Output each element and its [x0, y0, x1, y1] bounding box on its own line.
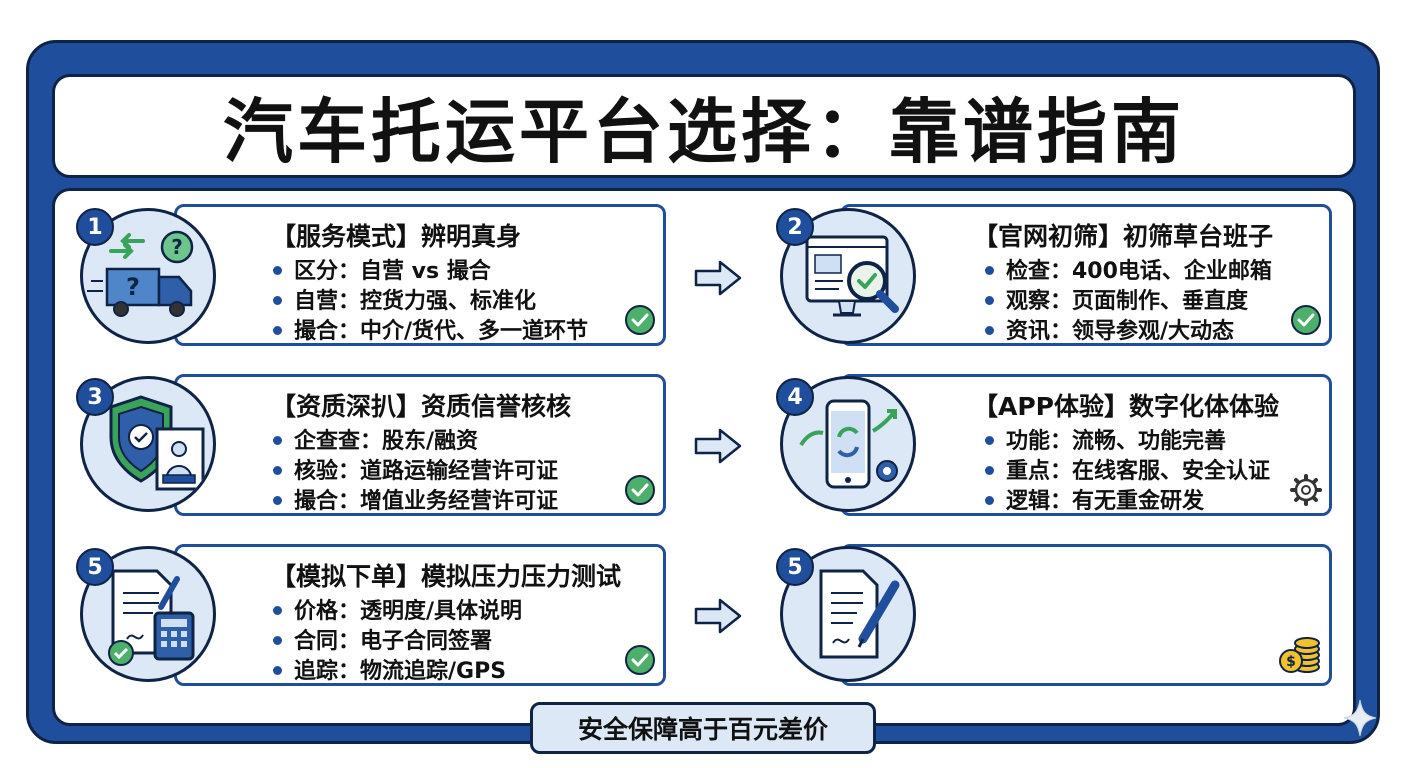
check-icon: [625, 645, 655, 675]
bullet-list: 企查查：股东/融资 核验：道路运输经营许可证 撮合：增值业务经营许可证: [273, 427, 558, 517]
bullet-list: 价格：透明度/具体说明 合同：电子合同签署 追踪：物流追踪/GPS: [273, 597, 522, 687]
title-banner: 汽车托运平台选择：靠谱指南: [52, 74, 1356, 178]
svg-text:?: ?: [126, 273, 140, 301]
svg-text:$: $: [1286, 654, 1296, 670]
page-title: 汽车托运平台选择：靠谱指南: [223, 90, 1185, 173]
check-icon: [625, 475, 655, 505]
check-icon: [625, 305, 655, 335]
bullet-item: 撮合：中介/货代、多一道环节: [273, 317, 588, 347]
bullet-item: 价格：透明度/具体说明: [273, 597, 522, 627]
step-number-badge: 3: [76, 378, 114, 416]
bullet-item: 检查：400电话、企业邮箱: [985, 257, 1272, 287]
bullet-item: 自营：控货力强、标准化: [273, 287, 588, 317]
card-title: 【模拟下单】模拟压力压力测试: [271, 562, 622, 591]
card-service-mode: 【服务模式】辨明真身 区分：自营 vs 撮合 自营：控货力强、标准化 撮合：中介…: [174, 204, 666, 346]
sparkle-icon: [1343, 699, 1377, 737]
step-number-badge: 1: [76, 208, 114, 246]
svg-text:?: ?: [171, 235, 183, 259]
card-title: 【服务模式】辨明真身: [271, 222, 522, 251]
arrow-right-icon: [694, 598, 742, 634]
arrow-right-icon: [694, 428, 742, 464]
coins-icon: $: [1279, 637, 1320, 673]
bullet-item: 资讯：领导参观/大动态: [985, 317, 1272, 347]
card-title: 【APP体验】数字化体体验: [973, 392, 1279, 421]
bullet-item: 合同：电子合同签署: [273, 627, 522, 657]
step-number-badge: 4: [776, 378, 814, 416]
card-app-experience: 【APP体验】数字化体体验 功能：流畅、功能完善 重点：在线客服、安全认证 逻辑…: [840, 374, 1332, 516]
bullet-item: 观察：页面制作、垂直度: [985, 287, 1272, 317]
gear-icon: [1290, 474, 1322, 506]
bullet-item: 区分：自营 vs 撮合: [273, 257, 588, 287]
check-icon: [1291, 305, 1321, 335]
bullet-item: 撮合：增值业务经营许可证: [273, 487, 558, 517]
bullet-list: 区分：自营 vs 撮合 自营：控货力强、标准化 撮合：中介/货代、多一道环节: [273, 257, 588, 347]
arrow-right-icon: [694, 260, 742, 296]
card-title: 【资质深扒】资质信誉核核: [271, 392, 572, 421]
step-number-badge: 5: [76, 548, 114, 586]
footer-badge: 安全保障高于百元差价: [530, 702, 876, 754]
card-website-screening: 【官网初筛】初筛草台班子 检查：400电话、企业邮箱 观察：页面制作、垂直度 资…: [840, 204, 1332, 346]
bullet-item: 逻辑：有无重金研发: [985, 487, 1270, 517]
bullet-item: 追踪：物流追踪/GPS: [273, 657, 522, 687]
card-qualification-check: 【资质深扒】资质信誉核核 企查查：股东/融资 核验：道路运输经营许可证 撮合：增…: [174, 374, 666, 516]
step-number-badge: 5: [776, 548, 814, 586]
bullet-list: 功能：流畅、功能完善 重点：在线客服、安全认证 逻辑：有无重金研发: [985, 427, 1270, 517]
bullet-item: 功能：流畅、功能完善: [985, 427, 1270, 457]
bullet-list: 检查：400电话、企业邮箱 观察：页面制作、垂直度 资讯：领导参观/大动态: [985, 257, 1272, 347]
bullet-item: 核验：道路运输经营许可证: [273, 457, 558, 487]
bullet-item: 企查查：股东/融资: [273, 427, 558, 457]
card-contract-empty: $: [840, 544, 1332, 686]
step-number-badge: 2: [776, 208, 814, 246]
bullet-item: 重点：在线客服、安全认证: [985, 457, 1270, 487]
shield-document-icon: [80, 376, 216, 512]
card-simulated-order: 【模拟下单】模拟压力压力测试 价格：透明度/具体说明 合同：电子合同签署 追踪：…: [174, 544, 666, 686]
card-title: 【官网初筛】初筛草台班子: [973, 222, 1274, 251]
